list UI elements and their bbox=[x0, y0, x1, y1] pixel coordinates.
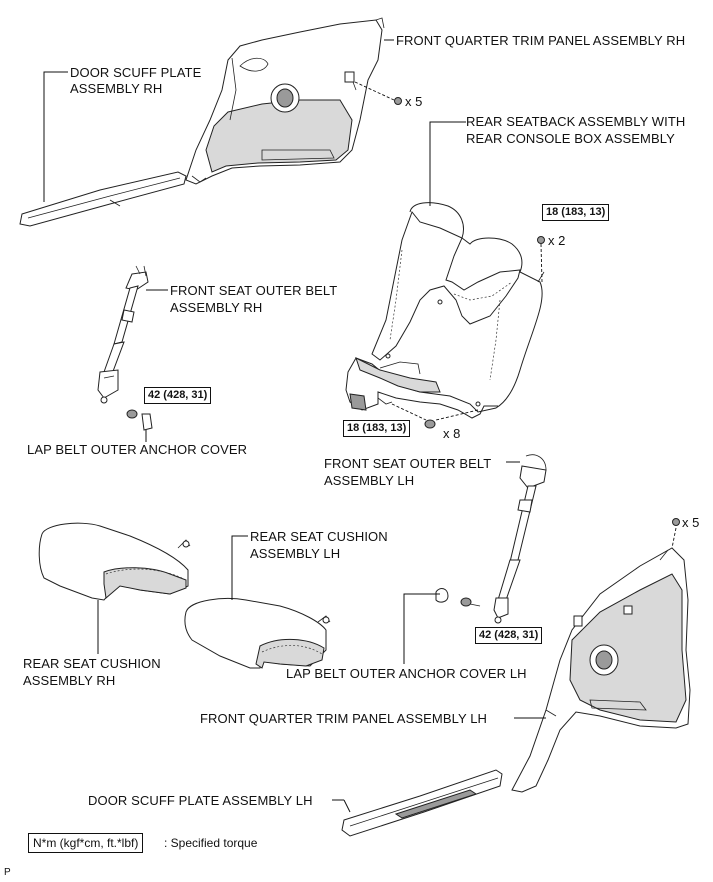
front-seat-outer-belt-lh-drawing bbox=[493, 454, 547, 624]
quantity-clip-lh: x 5 bbox=[682, 515, 700, 530]
lap-belt-anchor-cover-lh-drawing bbox=[435, 588, 449, 603]
torque-seatback-upper: 18 (183, 13) bbox=[542, 204, 610, 221]
quantity-clip-rh: x 5 bbox=[405, 94, 423, 109]
label-front-seat-outer-belt-rh-line1: FRONT SEAT OUTER BELT bbox=[170, 283, 338, 298]
rear-seatback-drawing bbox=[345, 202, 545, 419]
label-front-seat-outer-belt-lh-line2: ASSEMBLY LH bbox=[324, 473, 415, 488]
nut-seatback-upper bbox=[537, 236, 545, 244]
label-lap-belt-outer-anchor-cover-rh: LAP BELT OUTER ANCHOR COVER bbox=[27, 442, 248, 457]
label-front-seat-outer-belt-rh-line2: ASSEMBLY RH bbox=[170, 300, 263, 315]
legend-torque-unit-box: N*m (kgf*cm, ft.*lbf) bbox=[28, 833, 144, 853]
bolt-belt-rh bbox=[126, 409, 138, 419]
label-front-quarter-trim-panel-rh: FRONT QUARTER TRIM PANEL ASSEMBLY RH bbox=[396, 33, 686, 48]
lap-belt-anchor-cover-rh-drawing bbox=[141, 413, 153, 431]
rear-seat-cushion-lh-drawing bbox=[184, 598, 331, 669]
bolt-seatback-lower bbox=[424, 419, 436, 429]
label-front-quarter-trim-panel-lh: FRONT QUARTER TRIM PANEL ASSEMBLY LH bbox=[200, 711, 488, 726]
quantity-bolt-lower: x 8 bbox=[443, 426, 461, 441]
label-rear-seat-cushion-rh-line1: REAR SEAT CUSHION bbox=[23, 656, 161, 671]
label-rear-seat-cushion-lh-line1: REAR SEAT CUSHION bbox=[250, 529, 388, 544]
label-rear-seatback-line2: REAR CONSOLE BOX ASSEMBLY bbox=[466, 131, 675, 146]
torque-seatback-lower: 18 (183, 13) bbox=[343, 420, 411, 437]
clip-rh bbox=[394, 97, 402, 105]
quantity-nut-upper: x 2 bbox=[548, 233, 566, 248]
bolt-belt-lh bbox=[460, 597, 481, 607]
legend-specified-torque: : Specified torque bbox=[164, 836, 258, 850]
page-code: P bbox=[4, 867, 11, 878]
torque-belt-rh: 42 (428, 31) bbox=[144, 387, 212, 404]
door-scuff-plate-lh-drawing bbox=[341, 769, 503, 837]
label-front-seat-outer-belt-lh-line1: FRONT SEAT OUTER BELT bbox=[324, 456, 492, 471]
label-rear-seat-cushion-rh-line2: ASSEMBLY RH bbox=[23, 673, 116, 688]
front-quarter-trim-panel-rh-drawing bbox=[185, 17, 385, 185]
label-door-scuff-plate-rh-line1: DOOR SCUFF PLATE bbox=[70, 65, 202, 80]
label-rear-seat-cushion-lh-line2: ASSEMBLY LH bbox=[250, 546, 341, 561]
clip-lh bbox=[672, 518, 680, 526]
front-seat-outer-belt-rh-drawing bbox=[97, 265, 149, 404]
torque-belt-lh: 42 (428, 31) bbox=[475, 627, 543, 644]
rear-seat-cushion-rh-drawing bbox=[38, 522, 191, 601]
label-door-scuff-plate-rh-line2: ASSEMBLY RH bbox=[70, 81, 163, 96]
door-scuff-plate-rh-drawing bbox=[19, 171, 187, 227]
front-quarter-trim-panel-lh-drawing bbox=[511, 547, 691, 793]
label-rear-seatback-line1: REAR SEATBACK ASSEMBLY WITH bbox=[466, 114, 686, 129]
label-lap-belt-outer-anchor-cover-lh: LAP BELT OUTER ANCHOR COVER LH bbox=[286, 666, 527, 681]
label-door-scuff-plate-lh: DOOR SCUFF PLATE ASSEMBLY LH bbox=[88, 793, 313, 808]
